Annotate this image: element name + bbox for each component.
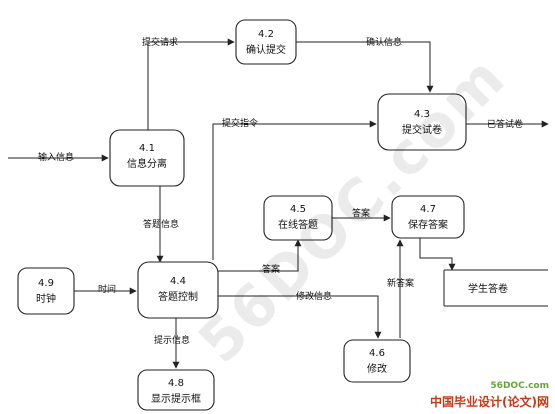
edge-label-submit-request: 提交请求 [142, 36, 178, 48]
edge-label-answer-to-save: 答案 [352, 207, 370, 219]
edge-submit-request [147, 38, 235, 130]
node-4-2-id: 4.2 [258, 29, 274, 40]
edge-label-time: 时间 [98, 283, 116, 295]
edge-label-submit-cmd: 提交指令 [222, 117, 258, 129]
edge-label-confirm-info: 确认信息 [366, 36, 402, 48]
node-4-7-id: 4.7 [420, 204, 436, 215]
node-4-6-label: 修改 [367, 362, 387, 375]
edge-label-hint-info: 提示信息 [154, 334, 190, 346]
edge-label-question-info: 答题信息 [143, 218, 179, 230]
data-store-label: 学生答卷 [468, 282, 508, 295]
node-4-3: 4.3 提交试卷 [377, 93, 467, 151]
node-4-2-label: 确认提交 [246, 43, 286, 56]
node-4-9: 4.9 时钟 [17, 267, 75, 315]
edge-save-to-store [419, 238, 456, 271]
brand-title: 中国毕业设计(论文)网 [430, 395, 549, 409]
node-4-1-label: 信息分离 [127, 157, 167, 170]
data-store-student-answers: 学生答卷 [443, 269, 548, 307]
node-4-4-id: 4.4 [170, 276, 186, 287]
node-4-3-label: 提交试卷 [402, 123, 442, 136]
node-4-6-id: 4.6 [369, 348, 385, 359]
node-4-7: 4.7 保存答案 [391, 195, 465, 239]
node-4-9-label: 时钟 [36, 292, 56, 305]
node-4-8-label: 显示提示框 [151, 392, 201, 405]
node-4-8-id: 4.8 [168, 378, 184, 389]
node-4-5-id: 4.5 [290, 204, 306, 215]
node-4-3-id: 4.3 [414, 109, 430, 120]
edge-label-input: 输入信息 [38, 151, 74, 163]
edge-label-answer-to-online: 答案 [262, 263, 280, 275]
node-4-6: 4.6 修改 [343, 339, 411, 383]
edge-label-new-answer: 新答案 [387, 277, 414, 289]
node-4-4-label: 答题控制 [158, 290, 198, 303]
node-4-1-id: 4.1 [139, 143, 155, 154]
brand-logo: 56DOC.com 中国毕业设计(论文)网 [430, 381, 549, 410]
edge-modify-info [218, 295, 382, 339]
edge-answer-to-online [218, 239, 302, 272]
node-4-8: 4.8 显示提示框 [137, 369, 215, 411]
node-4-2: 4.2 确认提交 [235, 19, 297, 65]
node-4-5: 4.5 在线答题 [263, 195, 333, 241]
node-4-1: 4.1 信息分离 [109, 129, 185, 187]
brand-site: 56DOC.com [490, 381, 549, 391]
edge-submit-cmd [212, 120, 377, 260]
edge-label-answered-paper: 已答试卷 [487, 118, 523, 130]
node-4-4: 4.4 答题控制 [137, 261, 219, 319]
edge-label-modify-info: 修改信息 [296, 290, 332, 302]
node-4-5-label: 在线答题 [278, 218, 318, 231]
node-4-7-label: 保存答案 [408, 218, 448, 231]
edge-confirm-info [296, 41, 434, 93]
node-4-9-id: 4.9 [38, 278, 54, 289]
